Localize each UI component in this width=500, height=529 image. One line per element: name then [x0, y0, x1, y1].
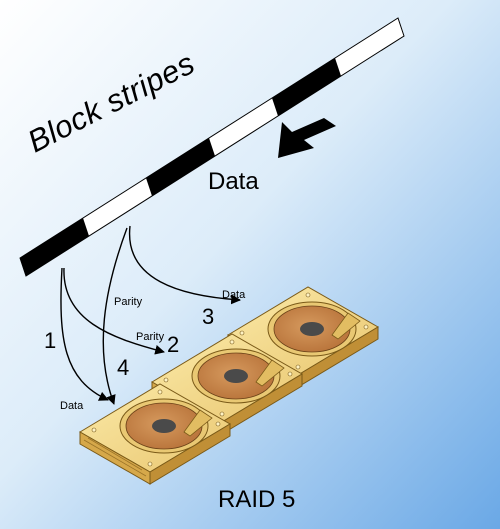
flow-2-kind: Parity: [136, 331, 165, 343]
flow-3-kind: Data: [222, 289, 246, 301]
flow-4-kind: Parity: [114, 296, 143, 308]
flow-2-arrow: [63, 267, 165, 355]
flow-1-arrow: [60, 267, 109, 401]
flow-1-number: 1: [44, 328, 57, 353]
flow-3-arrow: [128, 225, 241, 305]
flow-4-number: 4: [117, 355, 130, 380]
block-stripes-bar: [19, 17, 405, 277]
flow-1-kind: Data: [60, 400, 84, 412]
incoming-data-arrow: [278, 118, 336, 158]
diagram-title: RAID 5: [218, 486, 296, 513]
incoming-data-label: Data: [208, 168, 259, 195]
flow-3-number: 3: [202, 304, 215, 329]
flow-4-arrow: [102, 227, 128, 405]
flow-2-number: 2: [167, 332, 180, 357]
